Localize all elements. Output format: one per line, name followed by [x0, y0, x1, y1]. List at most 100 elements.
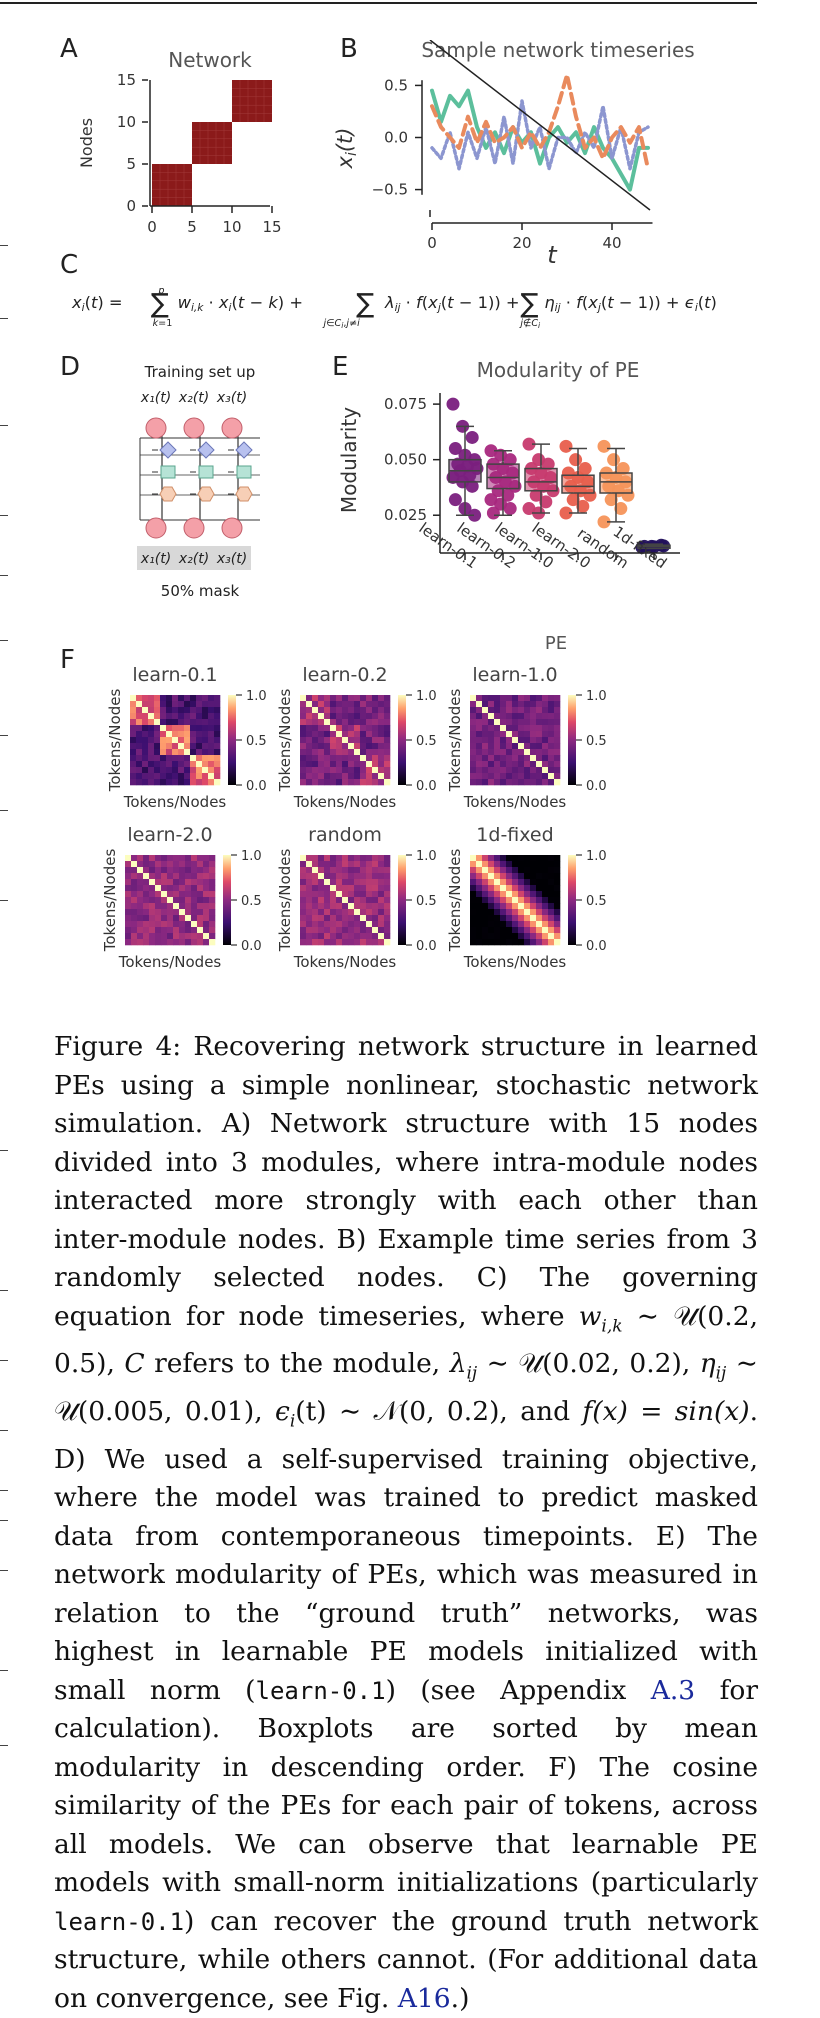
caption-part-2: refers to the module,	[144, 1348, 450, 1380]
module-block-1	[152, 164, 192, 206]
caption-math-c: C	[124, 1348, 145, 1380]
bottom-node-label: x₁(t)	[140, 551, 171, 567]
modularity-point	[486, 506, 500, 520]
heatmap-title: learn-0.1	[132, 664, 217, 686]
svg-text:xi(t) =: xi(t) =	[71, 293, 123, 314]
caption-math-w-dist: ∼ 𝒰(0.2, 0.5),	[54, 1300, 758, 1380]
heatmap-xlabel: Tokens/Nodes	[293, 793, 397, 811]
modularity-point	[607, 453, 621, 467]
module-block-2	[192, 122, 232, 164]
attention-node	[159, 441, 177, 459]
caption-math-lambda-sub: ij	[466, 1363, 478, 1384]
colorbar-tick: 0.0	[586, 779, 607, 794]
attention-node	[235, 441, 253, 459]
modularity-point	[448, 442, 462, 456]
modularity-point	[578, 462, 592, 476]
colorbar	[228, 695, 236, 785]
appendix-link[interactable]: A.3	[650, 1674, 696, 1706]
bottom-node-label: x₃(t)	[216, 551, 247, 567]
heatmap-ylabel: Tokens/Nodes	[276, 689, 294, 793]
panel-e-plot-area	[446, 397, 671, 554]
heatmap-ylabel: Tokens/Nodes	[106, 689, 124, 793]
box-learn-1.0	[524, 467, 558, 492]
svg-text:∑: ∑	[151, 289, 169, 320]
caption-part-5: for calculation). Boxplots are sorted by…	[54, 1674, 759, 1899]
box-learn-0.2	[486, 463, 520, 490]
colorbar-tick: 1.0	[241, 849, 262, 864]
colorbar-tick: 0.5	[416, 734, 437, 749]
panel-e-ylabel: Modularity	[337, 407, 361, 513]
caption-math-w: w	[578, 1300, 602, 1332]
panel-e-ytick: 0.050	[384, 451, 427, 469]
output-pred-node-1	[145, 517, 167, 539]
heatmap-ylabel: Tokens/Nodes	[446, 849, 464, 953]
colorbar-tick: 0.0	[416, 779, 437, 794]
modularity-point	[501, 488, 515, 502]
panel-a-ytick: 15	[117, 71, 136, 89]
box-random	[599, 472, 633, 494]
colorbar-tick: 1.0	[246, 689, 267, 704]
panel-f-label: F	[60, 645, 75, 675]
modularity-point	[597, 515, 611, 529]
left-margin-marks	[0, 0, 14, 1813]
svg-text:p: p	[157, 286, 164, 297]
panel-a-ytick: 10	[117, 113, 136, 131]
panel-a-ylabel: Nodes	[77, 118, 96, 168]
panel-c-label: C	[60, 250, 79, 280]
figure-a16-link[interactable]: A16	[397, 1982, 451, 2014]
colorbar-tick: 1.0	[416, 689, 437, 704]
figure-caption: Figure 4: Recovering network structure i…	[54, 1028, 758, 2018]
caption-math-f: f(x) = sin(x)	[582, 1396, 750, 1428]
heatmap-xlabel: Tokens/Nodes	[293, 953, 397, 971]
panel-d-label: D	[60, 352, 81, 382]
caption-part-4: ) (see Appendix	[385, 1674, 651, 1706]
heatmap-title: 1d-fixed	[476, 824, 553, 846]
masked-label-box	[213, 546, 251, 570]
heatmap-xlabel: Tokens/Nodes	[463, 953, 567, 971]
caption-part-7: .)	[450, 1982, 470, 2014]
panel-a-plot-area	[152, 80, 272, 206]
output-node	[159, 486, 177, 502]
heatmap-ylabel: Tokens/Nodes	[276, 849, 294, 953]
caption-math-eta: η	[699, 1348, 716, 1380]
caption-code-learn-0-1-second: learn-0.1	[54, 1907, 185, 1936]
masked-label-box	[137, 546, 175, 570]
modularity-point	[522, 437, 536, 451]
panel-e-xlabel: PE	[545, 633, 567, 654]
modularity-point	[446, 397, 460, 411]
panel-b-plot-area	[430, 73, 650, 192]
colorbar-tick: 0.5	[246, 734, 267, 749]
heatmap-title: learn-1.0	[472, 664, 557, 686]
input-node-1	[145, 417, 167, 439]
panel-e-ytick: 0.025	[384, 506, 427, 524]
panel-b-ylabel: xi(t)	[333, 128, 360, 170]
input-node-3	[221, 417, 243, 439]
output-node	[197, 486, 215, 502]
panel-a-ytick: 0	[126, 197, 136, 215]
panel-b-ytick: 0.0	[384, 129, 408, 147]
caption-part-1: Figure 4: Recovering network structure i…	[54, 1031, 758, 1332]
modularity-point	[468, 508, 482, 522]
colorbar-tick: 1.0	[586, 689, 607, 704]
caption-math-w-sub: i,k	[601, 1315, 623, 1336]
svg-text:j∈Ci,j≠i: j∈Ci,j≠i	[322, 318, 361, 330]
heatmap-xlabel: Tokens/Nodes	[123, 793, 227, 811]
top-node-label: x₁(t)	[140, 390, 171, 406]
timeseries-line-3	[430, 73, 650, 171]
modularity-point	[614, 502, 628, 516]
heatmap-title: learn-2.0	[127, 824, 212, 846]
attention-node	[197, 441, 215, 459]
output-pred-node-2	[183, 517, 205, 539]
heatmap-title: learn-0.2	[302, 664, 387, 686]
bottom-node-label: x₂(t)	[178, 551, 209, 567]
panel-b-ytick: −0.5	[372, 181, 408, 199]
colorbar	[568, 855, 576, 945]
masked-label-box	[175, 546, 213, 570]
panel-b-xtick: 40	[602, 234, 621, 252]
panel-e-title: Modularity of PE	[477, 358, 640, 382]
colorbar	[398, 855, 406, 945]
colorbar-tick: 0.0	[586, 939, 607, 954]
